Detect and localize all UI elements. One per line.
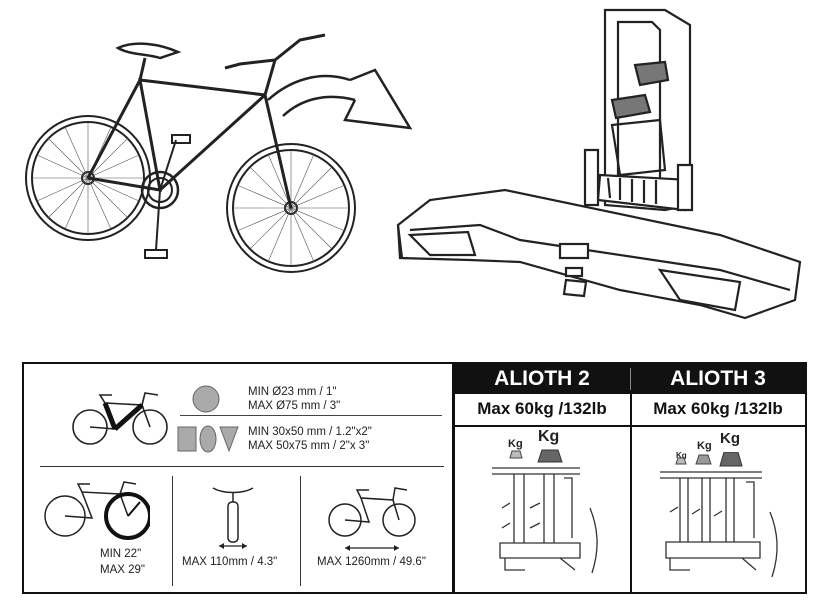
wheelbase-label: MAX 1260mm / 49.6" bbox=[317, 556, 426, 568]
load-arrow-icon bbox=[267, 68, 413, 130]
wheel-max-label: MAX 29" bbox=[100, 564, 145, 576]
oval-tube-icons bbox=[177, 425, 239, 453]
head-separator bbox=[630, 368, 631, 390]
oval-tube-icon bbox=[199, 425, 217, 453]
square-tube-icon bbox=[177, 426, 197, 452]
tyre-width-label: MAX 110mm / 4.3" bbox=[182, 556, 278, 568]
model-1-kg-small: Kg bbox=[508, 438, 523, 450]
bicycle-drawing bbox=[25, 33, 356, 273]
model-1-load-diagram bbox=[492, 449, 598, 574]
wheel-size-icon bbox=[44, 481, 150, 540]
col-divider-2 bbox=[300, 476, 302, 586]
round-min-label: MIN Ø23 mm / 1" bbox=[248, 386, 337, 398]
oval-min-label: MIN 30x50 mm / 1.2"x2" bbox=[248, 426, 372, 438]
row-divider bbox=[40, 466, 444, 468]
round-max-label: MAX Ø75 mm / 3" bbox=[248, 400, 341, 412]
model-1-name: ALIOTH 2 bbox=[454, 364, 630, 394]
round-tube-icon bbox=[192, 385, 220, 413]
model-2-load-diagram bbox=[660, 452, 778, 578]
panel-divider bbox=[452, 362, 455, 594]
wheelbase-icon bbox=[328, 487, 416, 551]
col-divider-1 bbox=[172, 476, 174, 586]
loading-illustration bbox=[25, 8, 802, 320]
tube-divider bbox=[180, 415, 442, 416]
model-2-max-load: Max 60kg /132lb bbox=[653, 399, 783, 418]
model-2-kg-small: Kg bbox=[676, 451, 687, 460]
oval-max-label: MAX 50x75 mm / 2"x 3" bbox=[248, 440, 370, 452]
bike-carrier-drawing bbox=[396, 8, 802, 320]
tyre-width-icon bbox=[212, 487, 254, 549]
spec-panel bbox=[22, 362, 807, 594]
model-1-max-load: Max 60kg /132lb bbox=[477, 399, 607, 418]
bike-frame-icon bbox=[72, 392, 168, 445]
model-1-kg-large: Kg bbox=[538, 428, 560, 445]
model-divider bbox=[630, 362, 632, 594]
header-divider bbox=[454, 425, 805, 427]
wheel-min-label: MIN 22" bbox=[100, 548, 142, 560]
model-2-kg-large: Kg bbox=[720, 430, 740, 447]
model-2-kg-medium: Kg bbox=[697, 440, 712, 452]
aero-tube-icon bbox=[219, 426, 239, 453]
model-2-name: ALIOTH 3 bbox=[631, 364, 805, 394]
